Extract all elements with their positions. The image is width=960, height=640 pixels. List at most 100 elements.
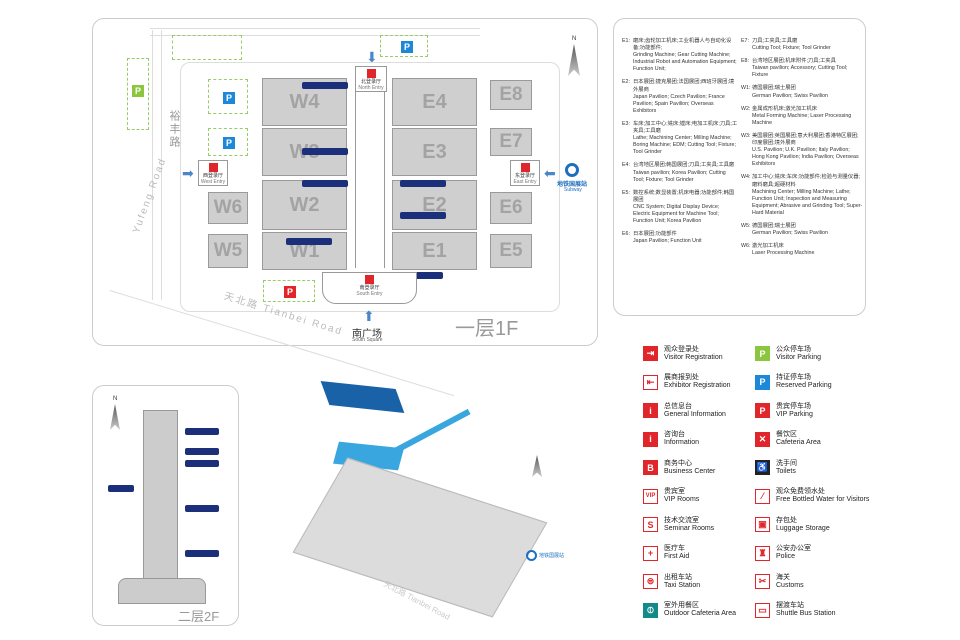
legend-label-zh: 咨询台 — [664, 431, 685, 438]
subway-icon — [526, 550, 537, 561]
information-icon: i — [643, 431, 658, 447]
hall-code: E4: — [622, 162, 630, 169]
hall-e7[interactable]: E7 — [490, 128, 532, 156]
legend-label-en: Shuttle Bus Station — [776, 610, 836, 617]
customs-icon: ✂ — [755, 574, 770, 589]
toilets-icon: ♿ — [755, 460, 770, 475]
hall-e1[interactable]: E1 — [392, 232, 477, 270]
legend-label-zh: 医疗车 — [664, 545, 685, 552]
vip-parking-icon: P — [755, 403, 770, 418]
legend-label-zh: 观众登录处 — [664, 345, 699, 353]
info-tag — [185, 550, 219, 557]
hall-desc-en: Cutting Tool; Fixture; Tool Grinder — [752, 45, 831, 52]
reserved-parking-icon: P — [223, 137, 235, 149]
hall-desc-zh: 数控系统;数显装置;机床电器;功能部件;韩国展团 — [633, 189, 735, 203]
registration-icon — [366, 69, 376, 78]
hall-e6[interactable]: E6 — [490, 192, 532, 224]
hall-code: E5: — [622, 189, 630, 196]
general-information-icon: i — [643, 403, 658, 418]
compass-n-label: N — [113, 396, 118, 402]
3d-subway-label: 地铁国展站 — [539, 553, 565, 559]
east-entry-label: 东登录厅 — [514, 173, 535, 179]
hall-e4[interactable]: E4 — [392, 78, 477, 126]
parking-lot: P — [263, 280, 315, 302]
business-center-icon: B — [643, 460, 658, 475]
legend-label-zh: 摆渡车站 — [776, 602, 804, 609]
legend-label-en: Police — [776, 553, 796, 560]
hall-code: W4: — [741, 174, 751, 181]
shuttle-bus-station-icon: ▭ — [755, 602, 770, 618]
legend-label-en: Business Center — [664, 467, 716, 475]
hall-desc-en: Taiwan pavilion; Korea Pavilion; Cutting… — [633, 169, 726, 183]
info-tag — [302, 180, 348, 187]
legend-label-en: Toilets — [776, 467, 796, 475]
legend-label-en: General Information — [664, 410, 726, 418]
hall-desc-en: Metal Forming Machine; Laser Processing … — [752, 112, 852, 126]
hall-e5[interactable]: E5 — [490, 234, 532, 268]
south-square-label: 南广场 — [352, 329, 382, 340]
hall-e8[interactable]: E8 — [490, 80, 532, 110]
hall-desc-zh: 日本展团;功能部件 — [633, 231, 677, 238]
north-entry-label-en: North Entry — [358, 85, 384, 91]
legend-label-en: VIP Rooms — [664, 496, 700, 503]
info-tag — [397, 272, 443, 279]
floor2-label: 二层2F — [178, 609, 220, 624]
hall-code: E7: — [741, 38, 749, 44]
compass-icon — [532, 455, 542, 477]
reserved-parking-icon: P — [223, 92, 235, 104]
south-square-label-en: South Square — [352, 337, 383, 343]
visitor-parking-icon: P — [132, 85, 144, 97]
registration-icon — [208, 163, 218, 172]
parking-lot — [172, 35, 242, 60]
reserved-parking-icon: P — [755, 374, 770, 390]
hall-desc-zh: 美国展团;英国展团;意大利展团;香港特区展团;印度展团;境外展商 — [752, 132, 859, 147]
legend-label-en: Taxi Station — [664, 581, 701, 589]
registration-icon — [365, 275, 374, 284]
hall-e3[interactable]: E3 — [392, 128, 477, 176]
north-entry-arrow: ⬇ — [366, 49, 378, 65]
parking-lot: P — [208, 128, 248, 156]
subway-label[interactable]: 地铁国展站 — [557, 182, 588, 188]
compass-n-label: N — [572, 36, 577, 42]
legend-label-zh: 商务中心 — [664, 459, 692, 467]
hall-w5[interactable]: W5 — [208, 234, 248, 268]
exhibitor-registration-icon: ⇤ — [643, 374, 658, 390]
hall-desc-zh: 台湾地区展团;机床附件;刀具;工夹具 — [752, 58, 836, 65]
info-tag — [108, 485, 134, 492]
hall-e2[interactable]: E2 — [392, 180, 477, 230]
legend-label-en: Exhibitor Registration — [664, 382, 731, 389]
west-entry-arrow: ➡ — [182, 165, 194, 181]
info-tag — [302, 148, 348, 155]
hall-desc-zh: 激光加工机床 — [752, 243, 784, 250]
legend-label-en: Seminar Rooms — [664, 524, 715, 532]
hall-desc-en: Japan Pavilion; Czech Pavilion; France P… — [633, 93, 725, 114]
central-corridor — [355, 88, 385, 268]
east-entry-label-en: East Entry — [513, 179, 537, 185]
hall-desc-en: U.S. Pavilion; U.K. Pavilion; Italy Pavi… — [752, 147, 859, 168]
legend-label-en: Reserved Parking — [776, 382, 832, 389]
hall-w6[interactable]: W6 — [208, 192, 248, 224]
hall-w2[interactable]: W2 — [262, 180, 347, 230]
